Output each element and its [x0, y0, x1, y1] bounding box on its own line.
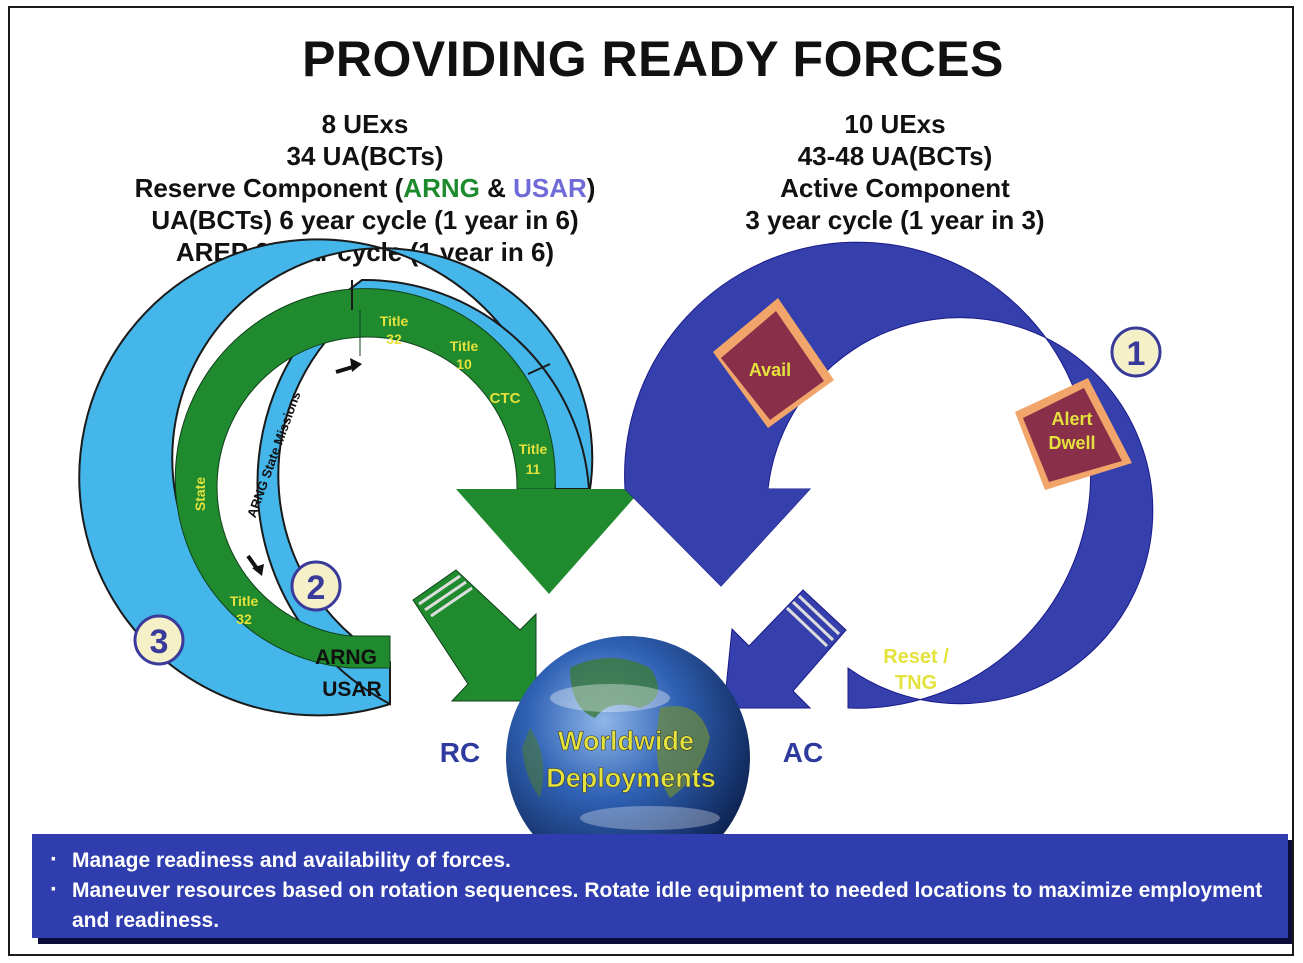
page-title: PROVIDING READY FORCES	[302, 31, 1004, 87]
readiness-cycle-diagram: Title 32 Title 10 CTC Title 11 State Tit…	[78, 238, 1162, 880]
ac-cycle: 3 year cycle (1 year in 3)	[745, 205, 1045, 235]
rc-label: RC	[440, 737, 480, 768]
globe-label-2: Deployments	[546, 763, 716, 793]
avail-label: Avail	[749, 360, 791, 380]
rc-component-line: Reserve Component (ARNG & USAR)	[70, 172, 660, 204]
marker-3-text: 3	[150, 623, 169, 661]
arng-word: ARNG	[403, 173, 480, 203]
marker-2: 2	[290, 560, 342, 612]
reserve-component-heading: 8 UExs 34 UA(BCTs) Reserve Component (AR…	[70, 108, 660, 268]
arng-ring-label: ARNG	[315, 646, 377, 669]
tng-label: TNG	[895, 672, 937, 694]
dwell-label: Dwell	[1048, 433, 1095, 453]
usar-word: USAR	[513, 173, 587, 203]
alert-label: Alert	[1051, 409, 1092, 429]
title10-label-2: 10	[456, 356, 472, 372]
globe-label-1: Worldwide	[558, 726, 694, 756]
ac-component-line: Active Component	[780, 173, 1010, 203]
summary-bullet-box: Manage readiness and availability of for…	[32, 834, 1288, 938]
rc-ua-cycle: UA(BCTs) 6 year cycle (1 year in 6)	[151, 205, 579, 235]
rc-uex-count: 8 UExs	[321, 109, 409, 139]
rc-deploy-arrow	[412, 569, 537, 702]
state-missions-arrowhead-bottom	[252, 564, 264, 576]
title11-label-2: 11	[526, 461, 541, 477]
ctc-label: CTC	[490, 390, 521, 407]
ac-deploy-arrow	[723, 589, 847, 709]
amp-text: &	[479, 173, 514, 203]
ac-ua-count: 43-48 UA(BCTs)	[797, 141, 993, 171]
marker-1-text: 1	[1127, 335, 1146, 373]
marker-3: 3	[133, 614, 185, 666]
bullet-item: Manage readiness and availability of for…	[48, 845, 1270, 876]
bullet-item: Maneuver resources based on rotation seq…	[48, 875, 1270, 936]
avail-phase-box: Avail	[713, 298, 834, 428]
ac-uex-count: 10 UExs	[844, 109, 946, 139]
title32-bottom-label-2: 32	[236, 611, 252, 627]
marker-1: 1	[1110, 326, 1162, 378]
state-missions-arrowhead-top	[350, 358, 362, 372]
usar-ring-label: USAR	[322, 678, 382, 701]
active-component-heading: 10 UExs 43-48 UA(BCTs) Active Component …	[700, 108, 1090, 236]
title10-label-1: Title	[450, 338, 479, 354]
alert-dwell-phase-box: Alert Dwell	[1015, 378, 1132, 490]
rc-arrowhead	[456, 489, 642, 594]
title11-label-1: Title	[519, 441, 548, 457]
reset-label: Reset /	[883, 646, 949, 668]
title32-top-label-2: 32	[386, 331, 402, 347]
title32-top-label-1: Title	[380, 313, 409, 329]
marker-2-text: 2	[307, 569, 326, 607]
usar-ring-full	[256, 278, 591, 706]
summary-bullet-list: Manage readiness and availability of for…	[48, 845, 1270, 936]
rc-component-prefix: Reserve Component (	[134, 173, 404, 203]
title32-bottom-label-1: Title	[230, 593, 259, 609]
slide-frame: PROVIDING READY FORCES 8 UExs 34 UA(BCTs…	[8, 6, 1294, 956]
ac-label: AC	[783, 737, 823, 768]
rc-ua-count: 34 UA(BCTs)	[286, 141, 444, 171]
arng-inner-ring	[174, 288, 556, 669]
ac-arrowhead	[625, 489, 810, 586]
globe-image: Worldwide Deployments	[506, 636, 750, 880]
state-label: State	[192, 477, 208, 511]
rc-component-suffix: )	[586, 173, 596, 203]
